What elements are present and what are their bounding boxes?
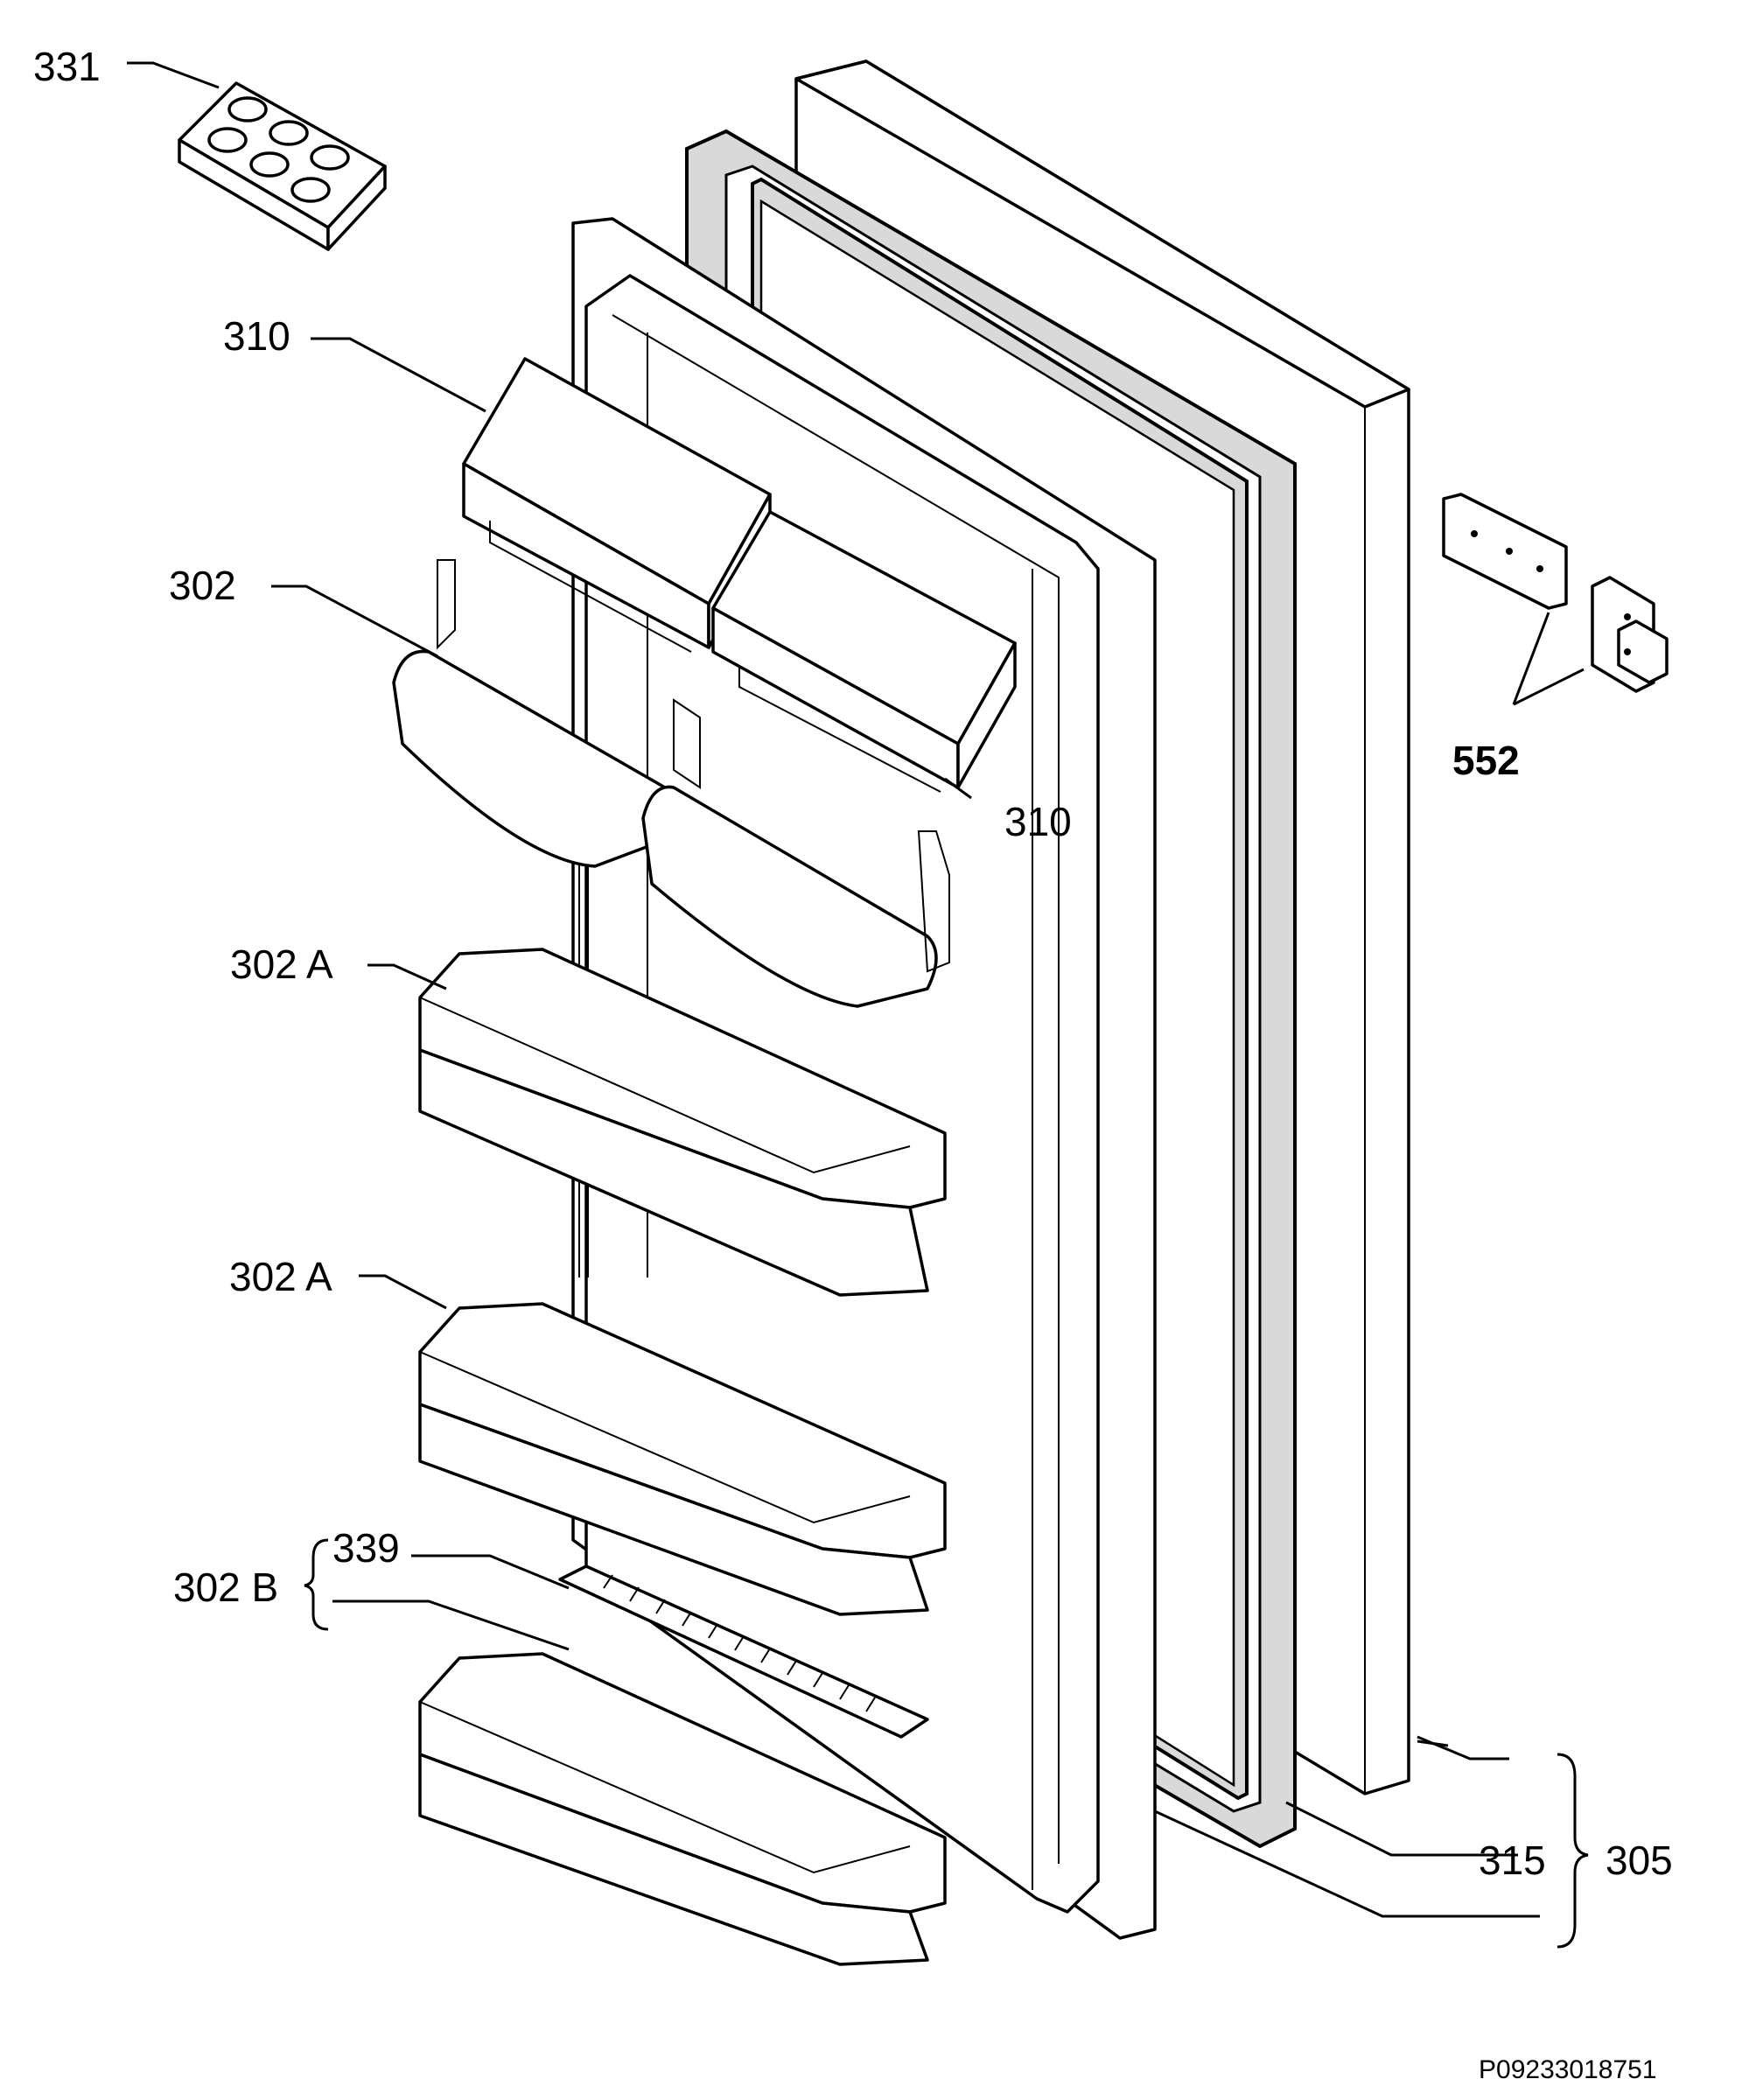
dairy-cover-left [462,357,772,653]
callout-302b: 302 B [173,1564,278,1610]
dairy-cover-right [711,510,1017,793]
door-shelf-upper [418,948,947,1297]
callout-552: 552 [1452,738,1520,783]
bracket-brace-302b [304,1538,329,1631]
egg-tray [178,81,387,251]
leader-lines [127,61,1585,1918]
callout-310-right: 310 [1004,799,1072,844]
drawing-code: P09233018751 [1479,2055,1657,2084]
hinge-bracket-1 [1442,493,1568,610]
bottle-holder [558,1564,929,1739]
hinge-bracket-2 [1591,576,1669,693]
callout-331: 331 [33,44,101,89]
bracket-brace-305 [1557,1753,1589,1949]
callout-302a-middle: 302 A [229,1254,332,1299]
callout-302: 302 [169,563,236,608]
small-shelf-right [641,698,950,1008]
callout-310-left: 310 [223,313,290,359]
door-shelf-middle [418,1302,947,1616]
callout-302a-upper: 302 A [230,942,333,987]
bottle-shelf [418,1652,947,1966]
callout-339: 339 [332,1525,400,1571]
callout-315: 315 [1479,1838,1546,1883]
callout-305: 305 [1606,1838,1673,1883]
